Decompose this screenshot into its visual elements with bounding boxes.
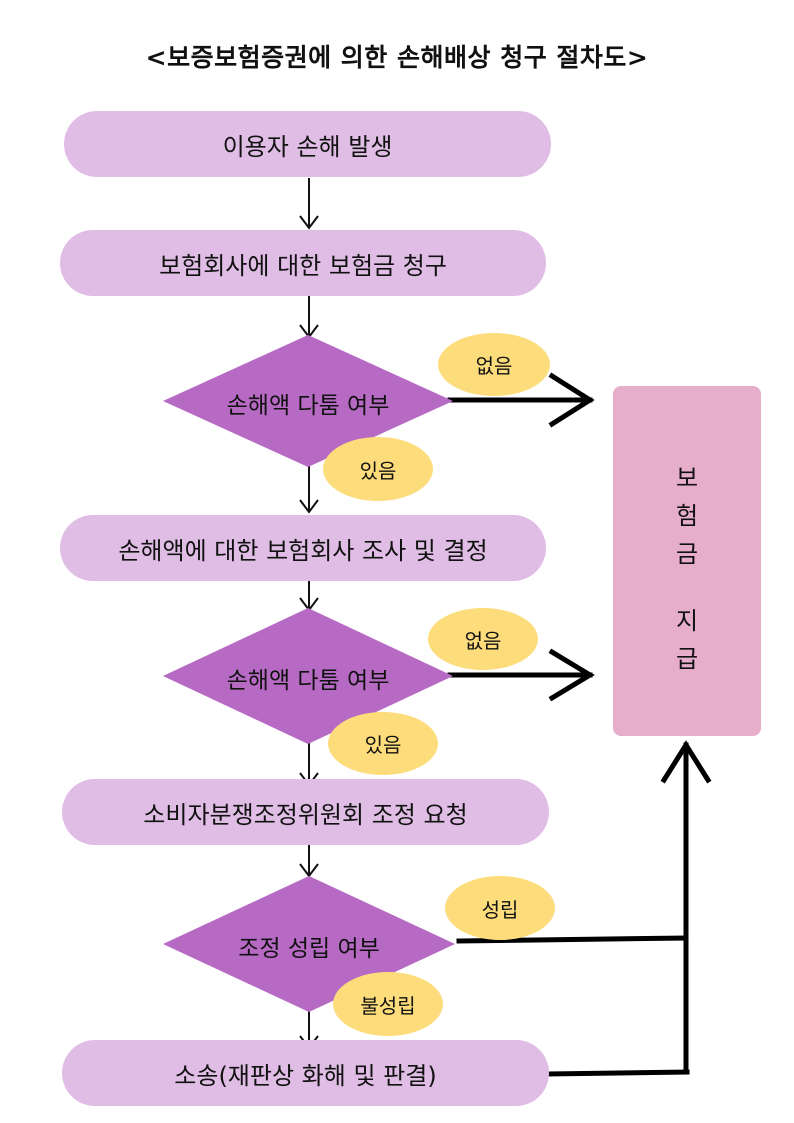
- step-insurer-investigation: 손해액에 대한 보험회사 조사 및 결정: [60, 515, 546, 581]
- diagram-title: <보증보험증권에 의한 손해배상 청구 절차도>: [145, 43, 649, 72]
- step-label: 소송(재판상 화해 및 판결): [174, 1061, 437, 1090]
- outcome-char: 보: [675, 464, 699, 492]
- badge-label: 성립: [481, 897, 519, 922]
- step-mediation-request: 소비자분쟁조정위원회 조정 요청: [62, 779, 549, 845]
- step-label: 보험회사에 대한 보험금 청구: [159, 251, 447, 280]
- badge-label: 없음: [475, 354, 513, 378]
- outcome-char: 급: [675, 645, 699, 673]
- decision-label: 조정 성립 여부: [238, 936, 380, 962]
- decision-dispute-1: 손해액 다툼 여부: [163, 335, 453, 467]
- badge-no-2: 없음: [428, 608, 538, 670]
- line-decision3-payout: [456, 935, 689, 944]
- badge-label: 없음: [464, 628, 502, 653]
- badge-label: 불성립: [360, 993, 416, 1018]
- outcome-insurance-payout: 보 험 금 지 급: [613, 386, 761, 736]
- badge-label: 있음: [359, 458, 397, 483]
- outcome-char: 지: [675, 607, 699, 635]
- step-label: 손해액에 대한 보험회사 조사 및 결정: [118, 536, 488, 565]
- step-insurance-claim: 보험회사에 대한 보험금 청구: [60, 230, 546, 296]
- outcome-char: 험: [675, 502, 699, 530]
- outcome-char: 금: [675, 540, 699, 568]
- badge-not-established: 불성립: [333, 972, 443, 1036]
- line-step5-payout: [545, 1069, 690, 1077]
- badge-yes-1: 있음: [323, 437, 433, 501]
- badge-established: 성립: [445, 876, 555, 940]
- decision-label: 손해액 다툼 여부: [226, 393, 390, 419]
- step-user-loss: 이용자 손해 발생: [64, 111, 551, 177]
- decision-dispute-2: 손해액 다툼 여부: [163, 608, 453, 744]
- badge-label: 있음: [364, 733, 402, 757]
- badge-no-1: 없음: [438, 333, 550, 396]
- badge-yes-2: 있음: [328, 712, 438, 775]
- step-label: 이용자 손해 발생: [222, 132, 393, 161]
- decision-label: 손해액 다툼 여부: [226, 668, 390, 694]
- step-lawsuit: 소송(재판상 화해 및 판결): [62, 1040, 549, 1106]
- step-label: 소비자분쟁조정위원회 조정 요청: [143, 800, 468, 829]
